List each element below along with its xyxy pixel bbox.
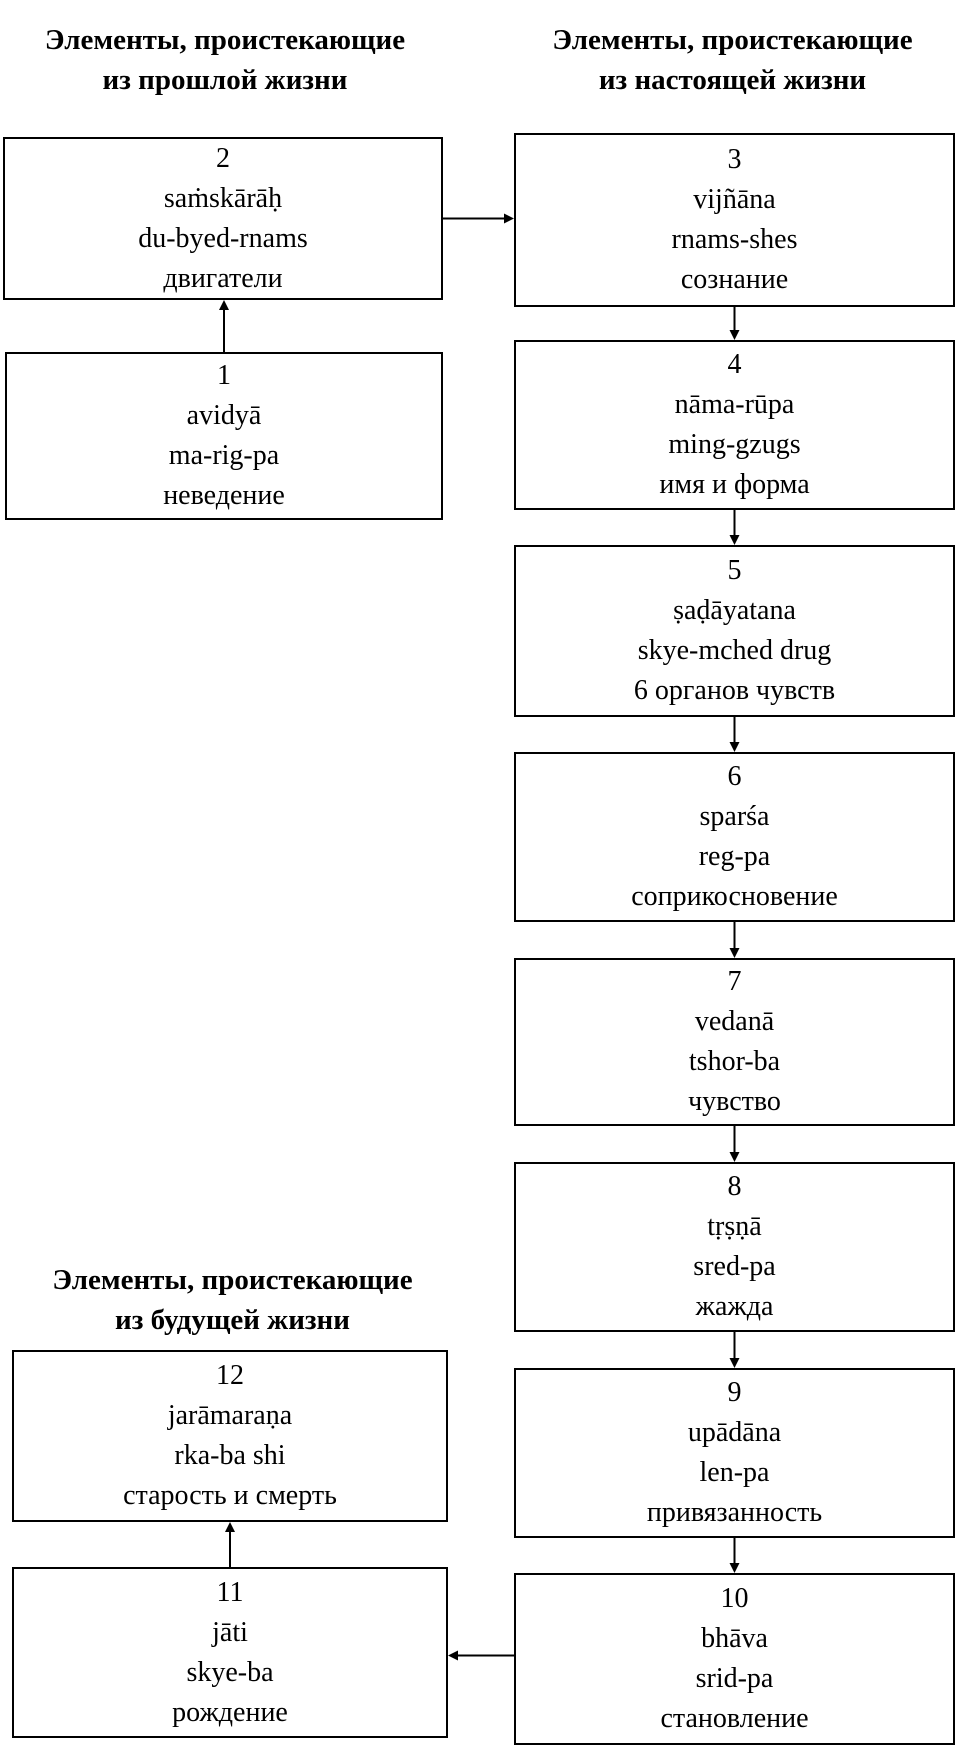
arrow-n11-to-n12 bbox=[225, 1522, 235, 1567]
node-russian: 6 органов чувств bbox=[633, 675, 836, 706]
node-sanskrit: jāti bbox=[212, 1616, 248, 1648]
node-russian: чувство bbox=[688, 1086, 781, 1117]
node-2-samskarah: 2 saṁskārāḥ du-byed-rnams двигатели bbox=[3, 137, 443, 300]
node-tibetan: srid-pa bbox=[695, 1663, 774, 1694]
node-sanskrit: saṁskārāḥ bbox=[163, 182, 283, 214]
node-tibetan: skye-ba bbox=[186, 1656, 274, 1688]
node-russian: неведение bbox=[163, 480, 285, 511]
arrow-n8-to-n9 bbox=[729, 1332, 740, 1368]
heading-present-life: Элементы, проистекающие из настоящей жиз… bbox=[505, 20, 960, 100]
heading-future-life: Элементы, проистекающие из будущей жизни bbox=[0, 1260, 465, 1340]
node-sanskrit: upādāna bbox=[687, 1417, 782, 1448]
node-tibetan: rka-ba shi bbox=[174, 1440, 286, 1471]
node-russian: имя и форма bbox=[659, 469, 810, 500]
node-9-upadana: 9 upādāna len-pa привязанность bbox=[514, 1368, 955, 1538]
node-russian: жажда bbox=[695, 1291, 774, 1322]
node-tibetan: rnams-shes bbox=[671, 224, 798, 255]
node-number: 4 bbox=[727, 349, 742, 380]
arrow-n10-to-n11 bbox=[448, 1650, 514, 1661]
arrow-n5-to-n6 bbox=[729, 717, 740, 752]
node-tibetan: ma-rig-pa bbox=[168, 440, 280, 471]
arrow-n1-to-n2 bbox=[219, 300, 229, 352]
node-sanskrit: ṣaḍāyatana bbox=[673, 595, 796, 626]
node-number: 7 bbox=[727, 966, 742, 997]
heading-past-line-1: Элементы, проистекающие bbox=[44, 24, 406, 56]
node-tibetan: skye-mched drug bbox=[637, 635, 832, 666]
node-1-avidya: 1 avidyā ma-rig-pa неведение bbox=[5, 352, 443, 520]
node-number: 8 bbox=[727, 1171, 742, 1202]
node-number: 11 bbox=[216, 1576, 244, 1608]
node-7-vedana: 7 vedanā tshor-ba чувство bbox=[514, 958, 955, 1126]
node-4-nama-rupa: 4 nāma-rūpa ming-gzugs имя и форма bbox=[514, 340, 955, 510]
heading-past-line-2: из прошлой жизни bbox=[102, 64, 348, 96]
arrow-n7-to-n8 bbox=[729, 1126, 740, 1162]
node-sanskrit: jarāmaraṇa bbox=[167, 1400, 293, 1431]
node-sanskrit: nāma-rūpa bbox=[674, 389, 795, 420]
node-number: 1 bbox=[217, 360, 231, 391]
node-russian: соприкосновение bbox=[631, 881, 838, 912]
node-sanskrit: sparśa bbox=[699, 801, 770, 832]
node-number: 9 bbox=[727, 1377, 742, 1408]
node-sanskrit: vijñāna bbox=[693, 184, 776, 215]
arrow-n6-to-n7 bbox=[729, 922, 740, 958]
node-tibetan: ming-gzugs bbox=[668, 429, 801, 460]
node-5-sadayatana: 5 ṣaḍāyatana skye-mched drug 6 органов ч… bbox=[514, 545, 955, 717]
node-6-sparsa: 6 sparśa reg-pa соприкосновение bbox=[514, 752, 955, 922]
node-russian: двигатели bbox=[163, 262, 283, 294]
arrow-n2-to-n3 bbox=[443, 213, 514, 224]
node-russian: старость и смерть bbox=[123, 1480, 337, 1511]
heading-present-line-1: Элементы, проистекающие bbox=[552, 24, 913, 56]
node-sanskrit: vedanā bbox=[694, 1006, 775, 1037]
node-8-trsna: 8 tṛṣṇā sred-pa жажда bbox=[514, 1162, 955, 1332]
node-number: 2 bbox=[216, 142, 230, 174]
node-tibetan: sred-pa bbox=[693, 1251, 776, 1282]
node-number: 5 bbox=[727, 555, 742, 586]
arrow-n4-to-n5 bbox=[729, 510, 740, 545]
node-3-vijnana: 3 vijñāna rnams-shes сознание bbox=[514, 133, 955, 307]
heading-future-line-1: Элементы, проистекающие bbox=[52, 1264, 413, 1296]
arrow-n3-to-n4 bbox=[729, 307, 740, 340]
node-russian: сознание bbox=[680, 264, 789, 295]
node-tibetan: reg-pa bbox=[698, 841, 771, 872]
node-number: 12 bbox=[216, 1360, 244, 1391]
node-russian: рождение bbox=[172, 1696, 288, 1728]
heading-future-line-2: из будущей жизни bbox=[115, 1304, 350, 1336]
node-12-jaramarana: 12 jarāmaraṇa rka-ba shi старость и смер… bbox=[12, 1350, 448, 1522]
node-10-bhava: 10 bhāva srid-pa становление bbox=[514, 1573, 955, 1745]
arrow-n9-to-n10 bbox=[729, 1538, 740, 1573]
heading-present-line-2: из настоящей жизни bbox=[598, 64, 867, 96]
node-sanskrit: bhāva bbox=[701, 1623, 768, 1654]
node-tibetan: tshor-ba bbox=[688, 1046, 781, 1077]
node-russian: привязанность bbox=[646, 1497, 823, 1528]
heading-past-life: Элементы, проистекающие из прошлой жизни bbox=[0, 20, 450, 100]
node-tibetan: len-pa bbox=[699, 1457, 770, 1488]
node-number: 3 bbox=[727, 144, 742, 175]
node-sanskrit: tṛṣṇā bbox=[707, 1211, 762, 1242]
node-11-jati: 11 jāti skye-ba рождение bbox=[12, 1567, 448, 1738]
node-sanskrit: avidyā bbox=[186, 400, 262, 431]
node-russian: становление bbox=[660, 1703, 809, 1734]
node-tibetan: du-byed-rnams bbox=[138, 222, 308, 254]
node-number: 10 bbox=[720, 1583, 749, 1614]
node-number: 6 bbox=[727, 761, 742, 792]
